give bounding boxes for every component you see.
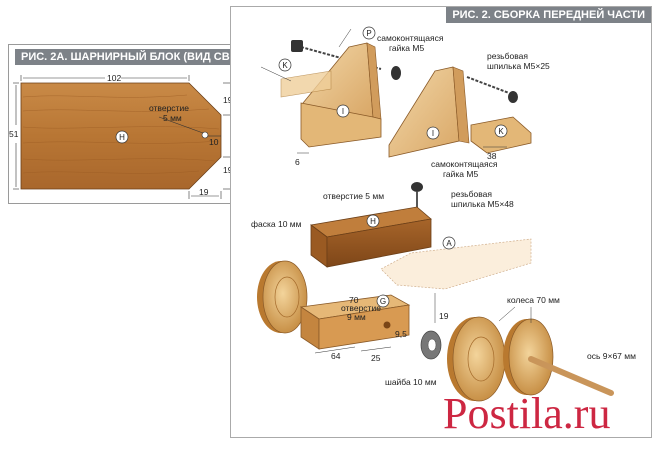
callout-i-left: I: [342, 107, 344, 116]
dim-25: 25: [371, 353, 381, 363]
base-block-left: [300, 102, 382, 148]
label-hole-5mm: отверстие 5 мм: [323, 191, 384, 201]
label-stud-top-2: шпилька М5×25: [487, 61, 550, 71]
dim-length: 102: [107, 73, 121, 83]
wood-grain: [22, 94, 220, 174]
locknut-left-top: [291, 40, 303, 52]
label-locknut-top-1: самоконтящаяся: [377, 33, 444, 43]
dim-width: 51: [9, 129, 19, 139]
figure-2a-drawing: 102 51 19 10 19 19 отверстие 5 мм H: [9, 73, 235, 199]
figure-2a-panel: РИС. 2А. ШАРНИРНЫЙ БЛОК (ВИД СВЕРХУ): [8, 44, 268, 204]
right-wheels: [447, 316, 614, 402]
watermark: Postila.ru: [443, 389, 611, 438]
figure-2-title: РИС. 2. СБОРКА ПЕРЕДНЕЙ ЧАСТИ: [446, 7, 651, 23]
axle-block-g: [299, 294, 411, 350]
hole-label-line2: 5 мм: [163, 113, 182, 123]
label-locknut-mid-1: самоконтящаяся: [431, 159, 498, 169]
hole-5mm: [201, 131, 209, 139]
dim-6: 6: [295, 157, 300, 167]
label-stud-mid-1: резьбовая: [451, 189, 492, 199]
callout-h: H: [370, 217, 376, 226]
dim-bottom-right: 19: [223, 165, 233, 175]
callout-a: A: [446, 239, 452, 248]
hole-label-line1: отверстие: [149, 103, 189, 113]
callout-k-right: K: [498, 127, 504, 136]
callout-p: P: [366, 29, 371, 38]
figure-2a-title: РИС. 2А. ШАРНИРНЫЙ БЛОК (ВИД СВЕРХУ): [15, 49, 268, 65]
left-wheel: [257, 260, 308, 334]
callout-g: G: [380, 297, 386, 306]
label-hole-9mm-2: 9 мм: [347, 312, 366, 322]
bracket-i-right: [388, 66, 460, 158]
dim-70: 70: [349, 295, 359, 305]
callout-k-left: K: [282, 61, 288, 70]
label-locknut-mid-2: гайка М5: [443, 169, 478, 179]
label-stud-top-1: резьбовая: [487, 51, 528, 61]
label-hole-9mm-1: отверстие: [341, 303, 381, 313]
figure-2-drawing: P K I самоконтящаяся гайка М5 6 I K резь…: [251, 26, 636, 402]
callout-h-circle: [115, 130, 129, 144]
dim-mid-right: 10: [209, 137, 219, 147]
upper-left-assembly: [260, 28, 401, 148]
label-wheels: колеса 70 мм: [507, 295, 560, 305]
label-washer: шайба 10 мм: [385, 377, 437, 387]
washer: [420, 330, 442, 360]
label-chamfer: фаска 10 мм: [251, 219, 302, 229]
locknut-right-top: [391, 66, 401, 80]
upper-right-assembly: [388, 66, 532, 158]
dim-bottom: 19: [199, 187, 209, 197]
callout-i-right: I: [432, 129, 434, 138]
label-locknut-top-2: гайка М5: [389, 43, 424, 53]
callout-h: H: [119, 133, 125, 142]
label-axle: ось 9×67 мм: [587, 351, 636, 361]
dim-38: 38: [487, 151, 497, 161]
dim-top-right: 19: [223, 95, 233, 105]
dim-64: 64: [331, 351, 341, 361]
label-stud-mid-2: шпилька М5×48: [451, 199, 514, 209]
locknut-stud-right: [508, 91, 518, 103]
figure-2-panel: РИС. 2. СБОРКА ПЕРЕДНЕЙ ЧАСТИ: [230, 6, 652, 438]
dim-19: 19: [439, 311, 449, 321]
dim-9-5: 9,5: [395, 329, 407, 339]
locknut-mid: [411, 182, 423, 192]
ghost-block-a: [380, 238, 532, 290]
axle: [528, 356, 614, 396]
